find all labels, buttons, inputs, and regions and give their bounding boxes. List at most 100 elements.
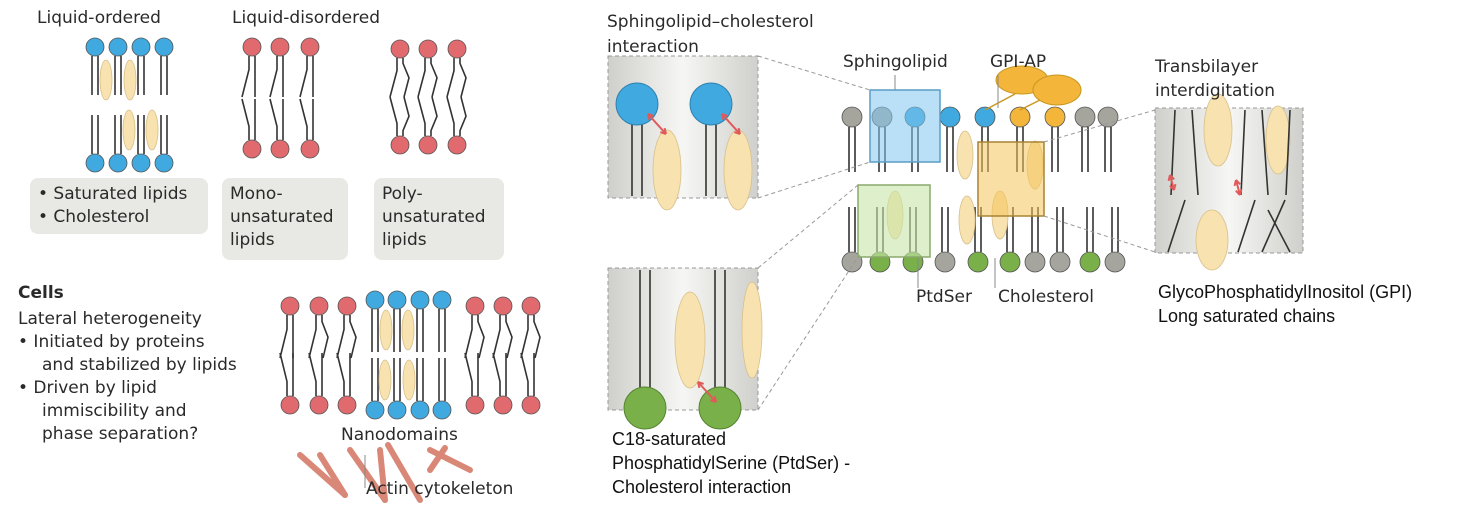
lipid-head <box>131 153 151 173</box>
lipid-head <box>387 400 407 420</box>
cholesterol-molecule <box>122 109 136 151</box>
actin-filament <box>317 452 348 498</box>
zoom-connector <box>1043 215 1156 253</box>
lipid-head <box>387 290 407 310</box>
saturated-lipids-box <box>30 178 208 234</box>
lipid-head <box>841 106 863 128</box>
mono-unsaturated-box <box>222 178 348 260</box>
lipid-head <box>974 106 996 128</box>
kinked-tail <box>446 58 455 98</box>
lipid-head <box>410 400 430 420</box>
kinked-tail <box>459 96 467 136</box>
interdigitated-tail <box>1167 199 1186 253</box>
cholesterol-molecule <box>723 129 753 211</box>
actin-filament <box>385 442 423 503</box>
cells-description: Lateral heterogeneity • Initiated by pro… <box>18 309 237 444</box>
interdigitated-tail <box>1191 109 1199 196</box>
gpi-anchor <box>984 93 1016 111</box>
cholesterol-molecule <box>145 109 159 151</box>
liquid-disordered-label: Liquid-disordered <box>232 8 380 28</box>
kinked-tail <box>321 315 329 359</box>
ptdser-box <box>857 184 931 258</box>
arrow-head <box>660 127 667 135</box>
lipid-head <box>1104 251 1126 273</box>
liquid-ordered-label: Liquid-ordered <box>37 8 161 28</box>
kinked-tail <box>520 352 529 396</box>
arrow-head <box>710 395 717 403</box>
kinked-tail <box>241 56 250 98</box>
kinked-tail <box>402 58 410 98</box>
interaction-arrow <box>1169 174 1175 191</box>
arrow-head <box>697 381 704 389</box>
gpi-anchor <box>1019 99 1041 111</box>
sphingolipid-box <box>869 89 941 163</box>
lipid-head <box>108 153 128 173</box>
kinked-tail <box>279 352 288 396</box>
interaction-arrow <box>1235 179 1241 196</box>
lipid-head <box>270 139 290 159</box>
kinked-tail <box>459 58 467 98</box>
lipid-head <box>967 251 989 273</box>
lipid-head <box>309 296 329 316</box>
kinked-tail <box>430 58 438 98</box>
saturated-lipids-text: • Saturated lipids• Cholesterol <box>38 184 188 227</box>
kinked-tail <box>279 315 288 359</box>
interaction-arrow <box>697 381 717 403</box>
kinked-tail <box>389 58 398 98</box>
lipid-head <box>85 37 105 57</box>
lipid-head <box>280 395 300 415</box>
lipid-head <box>108 37 128 57</box>
kinked-tail <box>299 56 308 98</box>
kinked-tail <box>349 315 357 359</box>
lipid-head <box>300 37 320 57</box>
cholesterol-label: Cholesterol <box>998 287 1094 307</box>
lipid-head <box>154 153 174 173</box>
lipid-head <box>131 37 151 57</box>
lipid-head <box>432 290 452 310</box>
lipid-head <box>521 296 541 316</box>
lipid-head <box>493 296 513 316</box>
lipid-head <box>337 296 357 316</box>
lipid-head <box>1049 251 1071 273</box>
interaction-arrow <box>647 113 667 135</box>
arrow-head <box>1233 179 1241 187</box>
kinked-tail <box>446 96 455 136</box>
cholesterol-molecule <box>379 309 393 351</box>
kinked-tail <box>477 315 485 359</box>
cholesterol-molecule <box>958 195 976 245</box>
nanodomains-label: Nanodomains <box>341 425 458 445</box>
ptdser-head <box>698 386 742 430</box>
lipid-head <box>465 395 485 415</box>
cells-title: Cells <box>18 283 64 303</box>
lipid-head <box>300 139 320 159</box>
arrow-head <box>721 113 728 121</box>
kinked-tail <box>402 96 410 136</box>
kinked-tail <box>520 315 529 359</box>
cholesterol-molecule <box>1203 93 1233 167</box>
lipid-head <box>493 395 513 415</box>
kinked-tail <box>269 98 278 140</box>
interdigitated-tail <box>1267 209 1291 253</box>
lipid-head <box>418 39 438 59</box>
lipid-head <box>242 139 262 159</box>
lipid-head <box>390 135 410 155</box>
kinked-tail <box>336 315 345 359</box>
cholesterol-molecule <box>1195 209 1229 271</box>
cholesterol-molecule <box>674 291 706 389</box>
cholesterol-molecule <box>402 359 416 401</box>
interdigitated-tail <box>1261 199 1286 253</box>
lipid-head <box>365 290 385 310</box>
zoom-connector <box>1043 109 1156 143</box>
lipid-head <box>521 395 541 415</box>
kinked-tail <box>269 56 278 98</box>
poly-unsaturated-box <box>374 178 504 260</box>
lipid-head <box>999 251 1021 273</box>
gpi-caption: GlycoPhosphatidylInositol (GPI)Long satu… <box>1158 282 1413 326</box>
lipid-head <box>1009 106 1031 128</box>
gpi-box <box>977 141 1045 217</box>
